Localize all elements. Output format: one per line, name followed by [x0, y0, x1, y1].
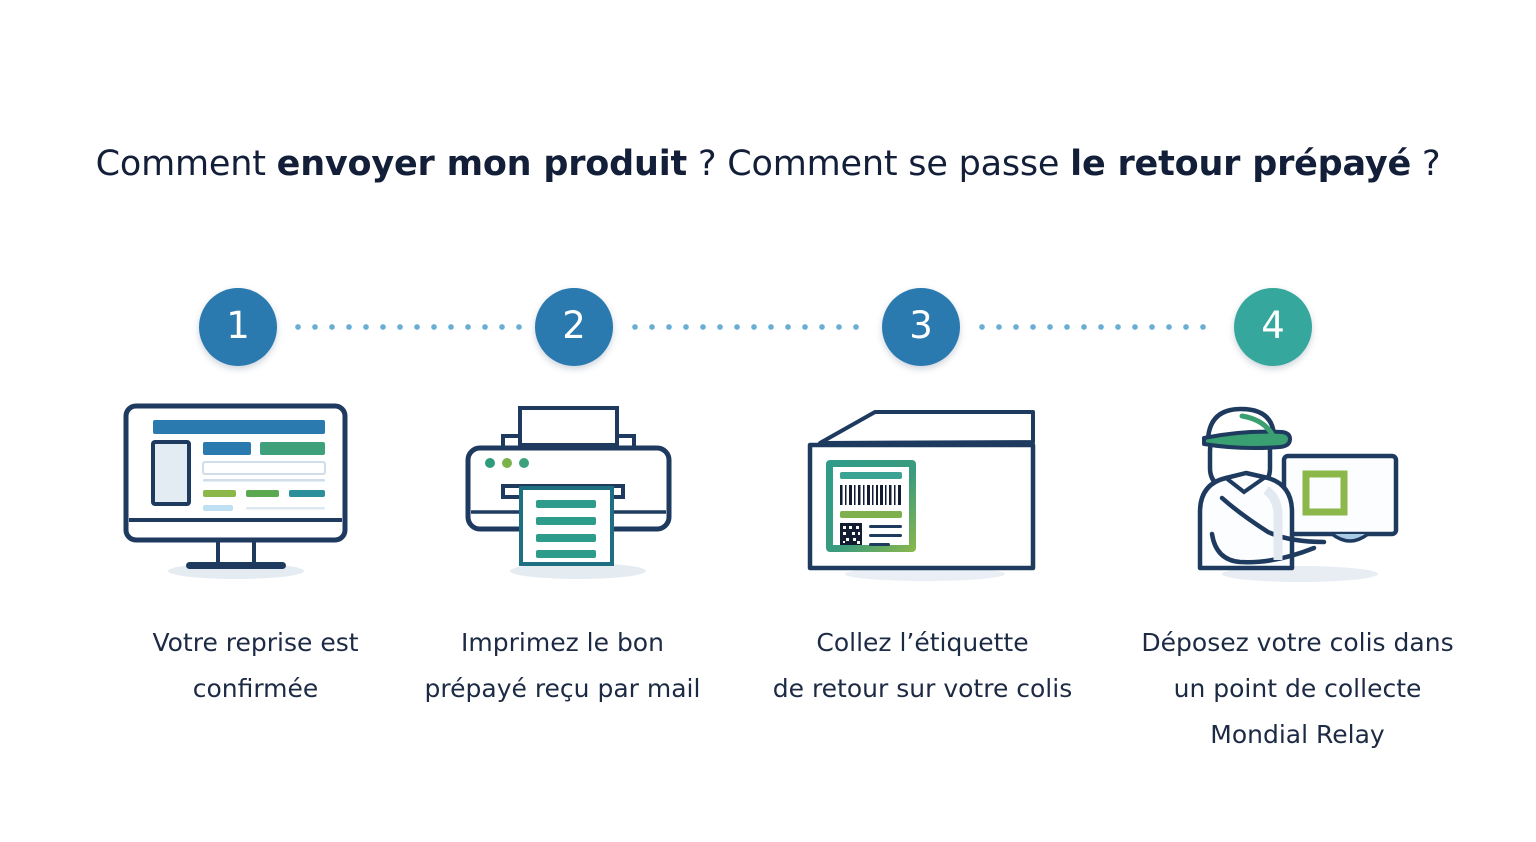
step-4-icon: [1180, 394, 1420, 594]
step-2-icon: [450, 398, 700, 592]
delivery-person-with-parcel-icon: [1197, 406, 1399, 582]
step-3-caption-line-1: Collez l’étiquette: [816, 628, 1029, 657]
title-part-3: ? Comment se passe: [687, 144, 1071, 184]
step-4-caption-line-2: un point de collecte: [1173, 674, 1422, 703]
step-1-caption-line-2: confirmée: [192, 674, 319, 703]
printer-icon: [465, 406, 672, 579]
page-title: Comment envoyer mon produit ? Comment se…: [0, 141, 1536, 187]
step-1-caption-line-1: Votre reprise est: [152, 628, 359, 657]
step-3-caption-line-2: de retour sur votre colis: [772, 674, 1073, 703]
title-part-5: ?: [1411, 144, 1441, 184]
step-circle-4[interactable]: 4: [1234, 288, 1312, 366]
title-part-4-bold: le retour prépayé: [1070, 144, 1412, 184]
step-indicator-row: 1 2 3 4: [0, 288, 1536, 388]
title-part-1: Comment: [95, 144, 277, 184]
step-circle-3[interactable]: 3: [882, 288, 960, 366]
step-number-1: 1: [226, 304, 250, 347]
step-1-caption: Votre reprise est confirmée: [88, 620, 423, 712]
connector-1-2: [295, 324, 531, 330]
step-circle-2[interactable]: 2: [535, 288, 613, 366]
step-2-caption: Imprimez le bon prépayé reçu par mail: [390, 620, 735, 712]
parcel-box-with-label-icon: [807, 410, 1036, 581]
step-2-caption-line-2: prépayé reçu par mail: [424, 674, 701, 703]
step-3-caption: Collez l’étiquette de retour sur votre c…: [750, 620, 1095, 712]
step-4-caption: Déposez votre colis dans un point de col…: [1100, 620, 1495, 758]
monitor-screen-icon: [123, 403, 348, 579]
step-1-icon: [108, 398, 358, 592]
connector-3-4: [979, 324, 1215, 330]
step-number-4: 4: [1261, 304, 1285, 347]
connector-2-3: [632, 324, 868, 330]
step-2-caption-line-1: Imprimez le bon: [461, 628, 664, 657]
step-circle-1[interactable]: 1: [199, 288, 277, 366]
step-number-3: 3: [909, 304, 933, 347]
step-3-icon: [790, 398, 1060, 592]
step-4-caption-line-1: Déposez votre colis dans: [1141, 628, 1454, 657]
title-part-2-bold: envoyer mon produit: [276, 144, 688, 184]
step-number-2: 2: [562, 304, 586, 347]
step-4-caption-line-3: Mondial Relay: [1210, 720, 1385, 749]
